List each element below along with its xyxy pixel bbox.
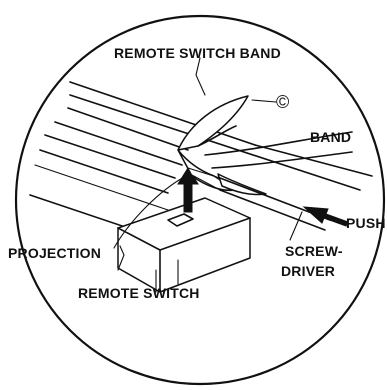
push-arrow [302, 206, 349, 227]
leader-lines [113, 57, 303, 271]
label-push: PUSH [346, 215, 386, 231]
label-screwdriver-line1: SCREW- [285, 243, 343, 259]
label-screwdriver-line2: DRIVER [281, 263, 335, 279]
band-clip [177, 95, 353, 196]
label-circle-c: © [276, 92, 289, 112]
label-remote-switch: REMOTE SWITCH [78, 285, 200, 301]
remote-switch-band-rod [69, 81, 373, 177]
label-band: BAND [310, 129, 351, 145]
rail-lines [29, 94, 361, 233]
label-projection: PROJECTION [8, 245, 101, 261]
detail-circle-frame [14, 14, 386, 386]
label-remote-switch-band: REMOTE SWITCH BAND [114, 45, 281, 61]
remote-switch-block [117, 197, 251, 293]
